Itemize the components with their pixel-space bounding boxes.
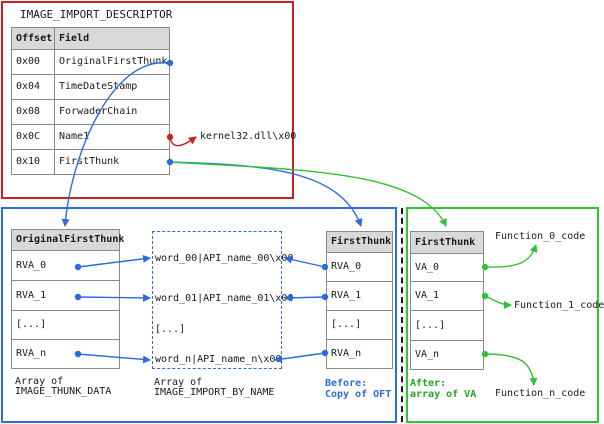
descriptor-field-4: FirstThunk	[54, 149, 170, 175]
function-1-code-label: Function_1_code	[514, 300, 604, 311]
by-name-row-1: word_01|API_name_01\x00	[155, 293, 294, 304]
function-0-code-label: Function_0_code	[495, 231, 586, 242]
ft-after-row-0: VA_0	[410, 253, 484, 282]
ft-before-row-0: RVA_0	[326, 252, 393, 282]
arrow-ft-to-after	[169, 161, 447, 227]
oft-caption-2: IMAGE_THUNK_DATA	[15, 386, 112, 397]
thunk-before-frame	[1, 207, 397, 423]
name-target-label: kernel32.dll\x00	[200, 131, 297, 142]
arrow-va1	[484, 295, 512, 309]
arrow-oft-rva1	[77, 293, 151, 302]
arrow-ft-rva1	[284, 293, 326, 302]
oft-row-3: RVA_n	[11, 339, 120, 369]
thunk-after-frame	[406, 207, 599, 423]
oft-row-1: RVA_1	[11, 280, 120, 311]
by-name-caption-1: Array of	[154, 377, 203, 388]
ft-after-row-1: VA_1	[410, 281, 484, 311]
ft-after-caption-1: After:	[410, 378, 447, 389]
oft-caption-1: Array of	[15, 376, 64, 387]
arrow-ft-rva0	[284, 255, 326, 268]
arrow-oft-rvan	[77, 353, 151, 364]
descriptor-offset-1: 0x04	[11, 74, 55, 100]
descriptor-title: IMAGE_IMPORT_DESCRIPTOR	[20, 8, 173, 21]
by-name-caption-2: IMAGE_IMPORT_BY_NAME	[154, 387, 275, 398]
by-name-row-3: word_n|API_name_n\x00	[155, 354, 282, 365]
arrow-va0	[484, 244, 538, 268]
ft-before-caption-1: Before:	[325, 378, 368, 389]
by-name-row-2: [...]	[155, 324, 186, 335]
descriptor-frame	[1, 1, 294, 199]
arrow-van	[484, 353, 538, 386]
by-name-dashed-box	[152, 231, 282, 369]
oft-row-2: [...]	[11, 310, 120, 340]
dot-first-thunk	[166, 158, 174, 166]
function-n-code-label: Function_n_code	[495, 388, 586, 399]
by-name-row-0: word_00|API_name_00\x00	[155, 253, 294, 264]
descriptor-field-1: TimeDateStamp	[54, 74, 170, 100]
ft-before-caption-2: Copy of OFT	[325, 389, 392, 400]
ft-before-row-3: RVA_n	[326, 339, 393, 369]
arrow-oft-to-array	[61, 62, 171, 227]
arrow-ft-rvan	[274, 352, 326, 363]
dot-name1	[166, 133, 174, 141]
ft-after-caption-2: array of VA	[410, 389, 477, 400]
arrow-ft-to-before	[169, 161, 363, 227]
dot-original-first-thunk	[166, 59, 174, 67]
descriptor-offset-4: 0x10	[11, 149, 55, 175]
ft-after-row-2: [...]	[410, 310, 484, 341]
arrow-name1-to-dllname	[169, 136, 197, 147]
frame-divider	[401, 208, 403, 422]
descriptor-field-0: OriginalFirstThunk	[54, 49, 170, 75]
arrow-oft-rva0	[77, 254, 151, 268]
